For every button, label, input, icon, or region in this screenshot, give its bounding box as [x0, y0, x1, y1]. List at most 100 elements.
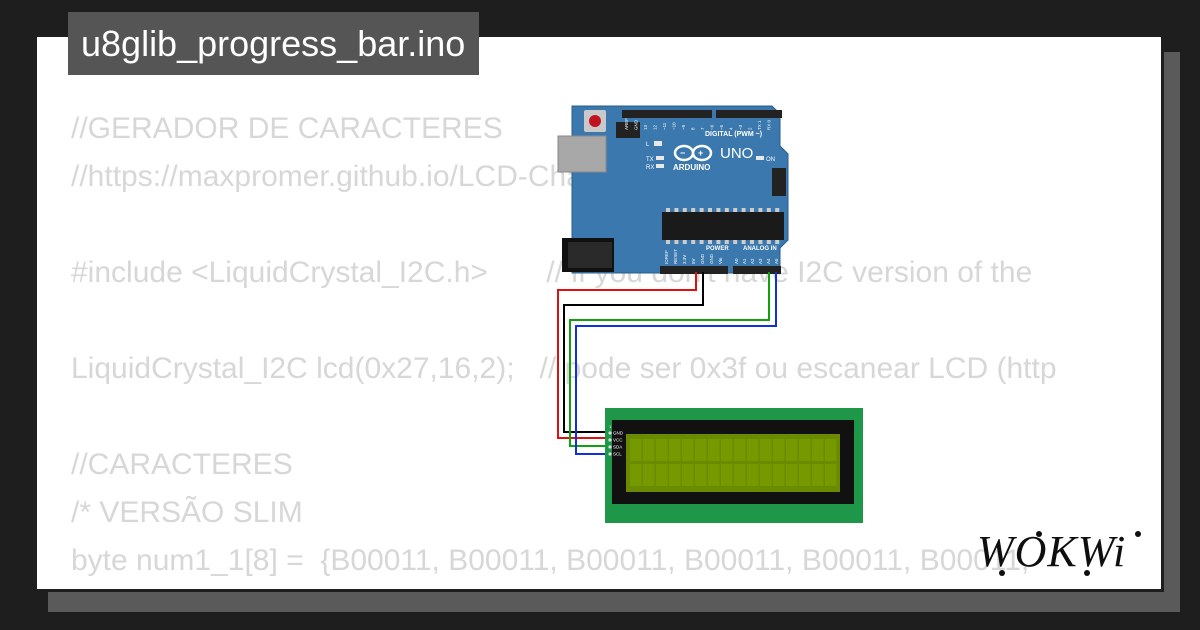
- pin-label: A5: [774, 258, 779, 264]
- analog-header: [733, 266, 781, 274]
- lcd-pin[interactable]: [608, 445, 612, 449]
- pin-label: IOREF: [664, 250, 669, 264]
- pin-label: GND: [700, 253, 705, 264]
- wire-vcc[interactable]: [557, 272, 697, 439]
- svg-text:+: +: [698, 148, 703, 158]
- lcd-cell: [643, 439, 655, 461]
- lcd-cell: [747, 439, 759, 461]
- lcd-cell: [773, 439, 785, 461]
- lcd-cell: [786, 439, 798, 461]
- led-l-label: L: [646, 142, 650, 148]
- led-on-label: ON: [766, 157, 775, 163]
- lcd-cell: [734, 439, 746, 461]
- lcd-cell: [695, 439, 707, 461]
- pin-label: TX 1: [757, 120, 762, 130]
- pin-label: A2: [750, 258, 755, 264]
- lcd-cell: [682, 439, 694, 461]
- wire-gnd[interactable]: [563, 272, 704, 433]
- lcd-cell: [630, 439, 642, 461]
- lcd-cell: [721, 464, 733, 486]
- arduino-uno-board[interactable]: DIGITAL (PWM ~) L TX RX ON − + ARDUINO U…: [557, 105, 789, 274]
- arduino-model-label: UNO: [720, 145, 753, 162]
- lcd-cell: [734, 464, 746, 486]
- led-l: [654, 141, 662, 146]
- atmega-chip: [662, 212, 784, 240]
- digital-header-left: [622, 110, 712, 118]
- pin-label: A4: [766, 258, 771, 264]
- icsp-header: [616, 122, 640, 138]
- code-preview: //GERADOR DE CARACTERES//https://maxprom…: [71, 105, 1135, 589]
- pin-label: 8: [691, 127, 696, 130]
- code-line: byte num1_1[8] = {B00011, B00011, B00011…: [71, 544, 1030, 577]
- code-line: /* VERSÃO SLIM: [71, 496, 303, 529]
- power-header: [660, 266, 728, 274]
- lcd-cell: [786, 464, 798, 486]
- lcd-cell: [721, 439, 733, 461]
- pin-label: RESET: [673, 249, 678, 264]
- lcd-cell: [669, 464, 681, 486]
- pin-label: Vin: [718, 257, 723, 264]
- pin-label: RX 0: [767, 119, 772, 130]
- lcd-pin-label: GND: [613, 431, 624, 436]
- lcd-cell: [760, 439, 772, 461]
- lcd-cell: [825, 439, 837, 461]
- lcd-pin[interactable]: [608, 452, 612, 456]
- pin-label: 12: [653, 124, 658, 130]
- lcd-cell: [747, 464, 759, 486]
- lcd-cell: [656, 464, 668, 486]
- lcd-pin[interactable]: [608, 438, 612, 442]
- digital-label: DIGITAL (PWM ~): [705, 131, 762, 138]
- pin-label: ~10: [672, 122, 677, 130]
- code-line: //CARACTERES: [71, 448, 293, 481]
- wokwi-logo-text: WOKWi: [977, 527, 1126, 576]
- lcd-cell: [812, 464, 824, 486]
- code-line: #include <LiquidCrystal_I2C.h> // if you…: [71, 256, 1033, 289]
- svg-text:1: 1: [609, 424, 612, 429]
- code-line: LiquidCrystal_I2C lcd(0x27,16,2); // pod…: [71, 352, 1057, 385]
- pin-label: 7: [700, 127, 705, 130]
- wire-scl[interactable]: [575, 272, 777, 455]
- lcd-cell: [630, 464, 642, 486]
- led-on: [756, 156, 764, 160]
- lcd-pin-label: VCC: [613, 438, 623, 443]
- pin-label: GND: [709, 253, 714, 264]
- led-rx-label: RX: [646, 165, 654, 171]
- lcd-cell: [825, 464, 837, 486]
- lcd-cell: [643, 464, 655, 486]
- lcd-cell: [695, 464, 707, 486]
- lcd-cell: [799, 439, 811, 461]
- wire-sda[interactable]: [569, 272, 770, 447]
- led-tx-label: TX: [646, 157, 654, 163]
- pin-label: AREF: [624, 118, 629, 130]
- pin-label: 2: [748, 127, 753, 130]
- pin-label: ~5: [719, 124, 724, 130]
- lcd-cell: [708, 439, 720, 461]
- lcd-cell: [669, 439, 681, 461]
- wires: [557, 272, 777, 455]
- analog-label: ANALOG IN: [743, 246, 777, 252]
- pin-label: GND: [634, 119, 639, 130]
- lcd-cell: [656, 439, 668, 461]
- pin-label: ~3: [738, 124, 743, 130]
- lcd-cell: [799, 464, 811, 486]
- power-label: POWER: [706, 246, 729, 252]
- lcd-pin-label: SDA: [613, 445, 622, 450]
- project-title: u8glib_progress_bar.ino: [68, 12, 480, 75]
- svg-text:−: −: [680, 148, 685, 158]
- pin-label: 5V: [691, 258, 696, 264]
- reset-button-dot: [589, 115, 601, 127]
- code-line: //GERADOR DE CARACTERES: [71, 112, 503, 145]
- pin-label: A1: [742, 258, 747, 264]
- lcd-cell: [760, 464, 772, 486]
- pin-label: A0: [734, 258, 739, 264]
- arduino-logo-text: ARDUINO: [673, 163, 710, 172]
- pin-label: A3: [758, 258, 763, 264]
- pin-label: 13: [643, 124, 648, 130]
- wokwi-logo: WOKWi: [977, 527, 1141, 576]
- usb-connector: [557, 135, 607, 173]
- pin-label: 3.3V: [682, 255, 687, 264]
- lcd-pin[interactable]: [608, 431, 612, 435]
- lcd-cell: [682, 464, 694, 486]
- icsp2-header: [772, 168, 786, 196]
